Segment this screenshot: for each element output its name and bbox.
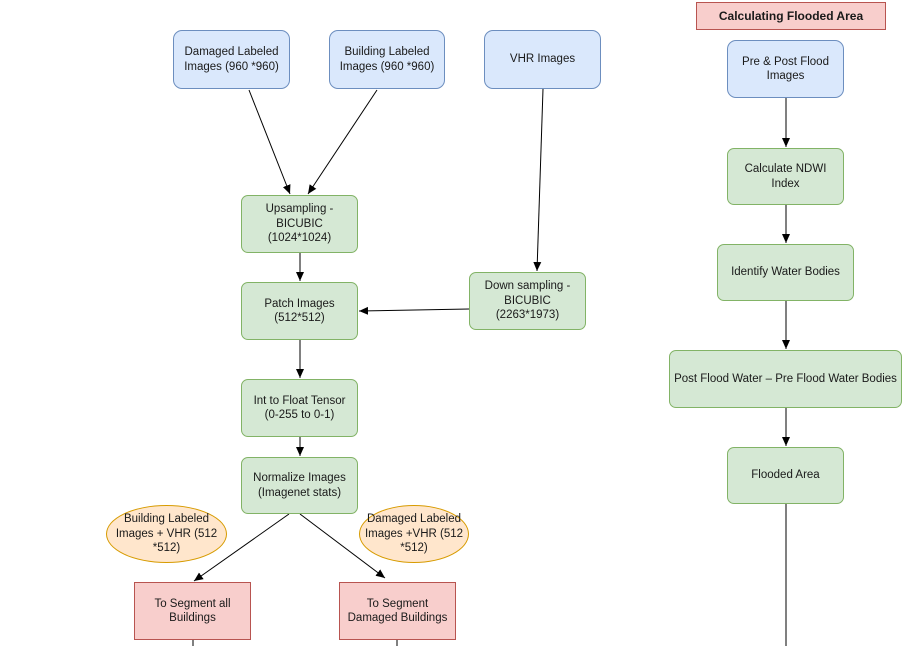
segment-all-buildings-node: To Segment all Buildings [134,582,251,640]
building-vhr-ellipse: Building Labeled Images + VHR (512 *512) [106,505,227,563]
flooded-area-title: Calculating Flooded Area [696,2,886,30]
down-sampling-node: Down sampling - BICUBIC (2263*1973) [469,272,586,330]
edge-normalize-to-segment-all [193,513,290,582]
upsampling-node: Upsampling - BICUBIC (1024*1024) [241,195,358,253]
normalize-images-node: Normalize Images (Imagenet stats) [241,457,358,514]
vhr-images-node: VHR Images [484,30,601,89]
post-minus-pre-flood-node: Post Flood Water – Pre Flood Water Bodie… [669,350,902,408]
damaged-vhr-ellipse: Damaged Labeled Images +VHR (512 *512) [359,505,469,563]
edge-damaged-to-upsampling [248,89,291,195]
identify-water-bodies-node: Identify Water Bodies [717,244,854,301]
edge-vhr-to-downsampling [533,88,544,272]
edge-building-to-upsampling [307,89,378,195]
calculate-ndwi-node: Calculate NDWI Index [727,148,844,205]
edge-downsampling-to-patch [358,306,470,315]
damaged-labeled-images-node: Damaged Labeled Images (960 *960) [173,30,290,89]
patch-images-node: Patch Images (512*512) [241,282,358,340]
flooded-area-node: Flooded Area [727,447,844,504]
pre-post-flood-images-node: Pre & Post Flood Images [727,40,844,98]
building-labeled-images-node: Building Labeled Images (960 *960) [329,30,445,89]
edge-normalize-to-segment-damaged [299,513,386,579]
int-to-float-node: Int to Float Tensor (0-255 to 0-1) [241,379,358,437]
segment-damaged-buildings-node: To Segment Damaged Buildings [339,582,456,640]
